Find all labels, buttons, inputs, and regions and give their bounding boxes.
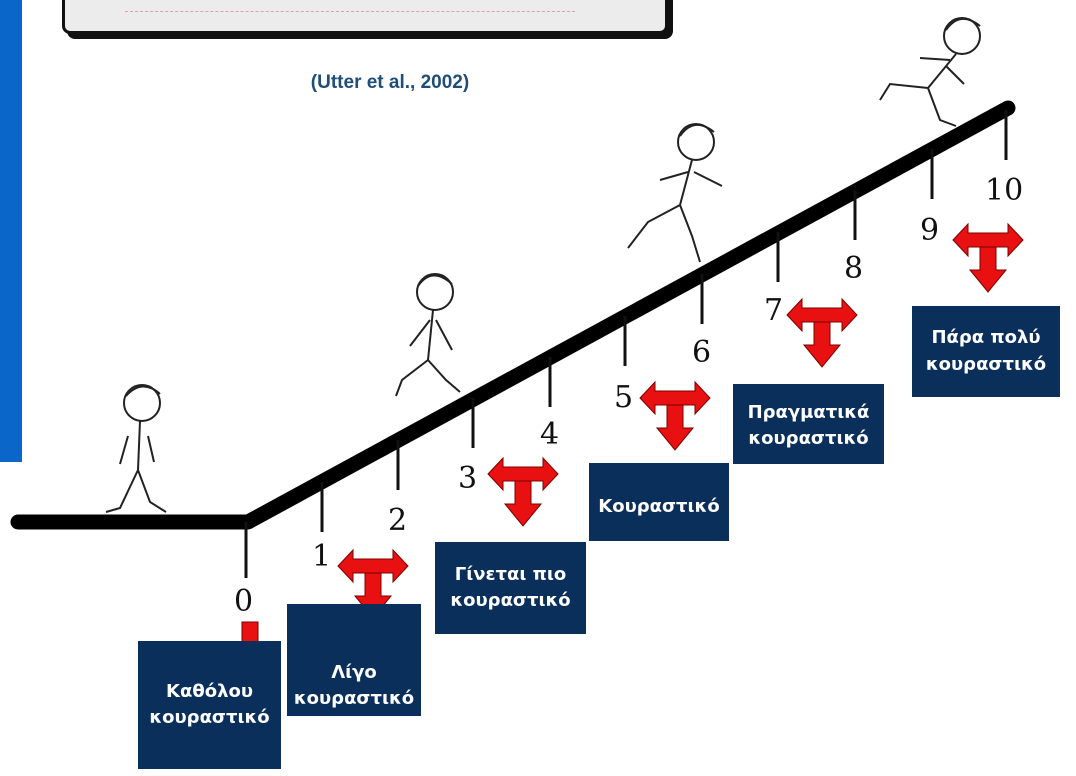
- double-arrow-icon: [952, 223, 1024, 293]
- scale-number-6: 6: [692, 335, 711, 370]
- descriptor-box-1: Λίγο κουραστικό: [287, 604, 421, 716]
- scale-line: [10, 100, 1016, 530]
- accent-sidebar: [0, 0, 22, 462]
- descriptor-line: κουραστικό: [149, 707, 270, 728]
- scale-number-7: 7: [764, 293, 783, 328]
- descriptor-box-0: Καθόλου κουραστικό: [138, 641, 281, 769]
- person-icon: [395, 273, 461, 397]
- scale-number-9: 9: [920, 213, 939, 248]
- descriptor-box-5: Κουραστικό: [589, 463, 729, 541]
- scale-number-0: 0: [234, 584, 253, 619]
- scale-number-8: 8: [844, 251, 863, 286]
- scale-number-10: 10: [985, 173, 1023, 208]
- scale-number-5: 5: [614, 380, 633, 415]
- scale-numbers: 0 1 2 3 4 5 6 7 8 9 10: [234, 173, 1023, 619]
- descriptor-line: κουραστικό: [293, 687, 415, 709]
- double-arrow-icon: [639, 381, 711, 451]
- person-icon: [879, 17, 981, 127]
- descriptor-box-9: Πάρα πολύ κουραστικό: [912, 306, 1060, 397]
- scale-number-1: 1: [312, 539, 331, 574]
- descriptor-line: Κουραστικό: [598, 495, 720, 517]
- scale-number-2: 2: [388, 503, 407, 538]
- descriptor-box-3: Γίνεται πιο κουραστικό: [435, 542, 586, 634]
- descriptor-line: Καθόλου: [166, 680, 253, 702]
- tick-marks: [244, 110, 1008, 578]
- descriptor-line: Πραγματικά: [747, 401, 870, 423]
- double-arrow-icon: [487, 457, 559, 527]
- descriptor-line: Λίγο: [331, 661, 377, 683]
- descriptor-box-7: Πραγματικά κουραστικό: [733, 384, 884, 464]
- descriptor-line: Γίνεται πιο: [454, 563, 567, 585]
- top-panel-frame: [62, 0, 668, 34]
- descriptor-line: κουραστικό: [748, 428, 869, 449]
- scale-number-3: 3: [458, 461, 477, 496]
- scale-number-4: 4: [540, 417, 559, 452]
- person-icon: [105, 384, 167, 513]
- person-icon: [627, 123, 723, 263]
- descriptor-line: κουραστικό: [450, 590, 571, 611]
- citation-text: (Utter et al., 2002): [310, 72, 470, 93]
- descriptor-line: Πάρα πολύ: [931, 327, 1041, 349]
- descriptor-line: κουραστικό: [925, 353, 1047, 375]
- double-arrow-icon: [786, 298, 858, 368]
